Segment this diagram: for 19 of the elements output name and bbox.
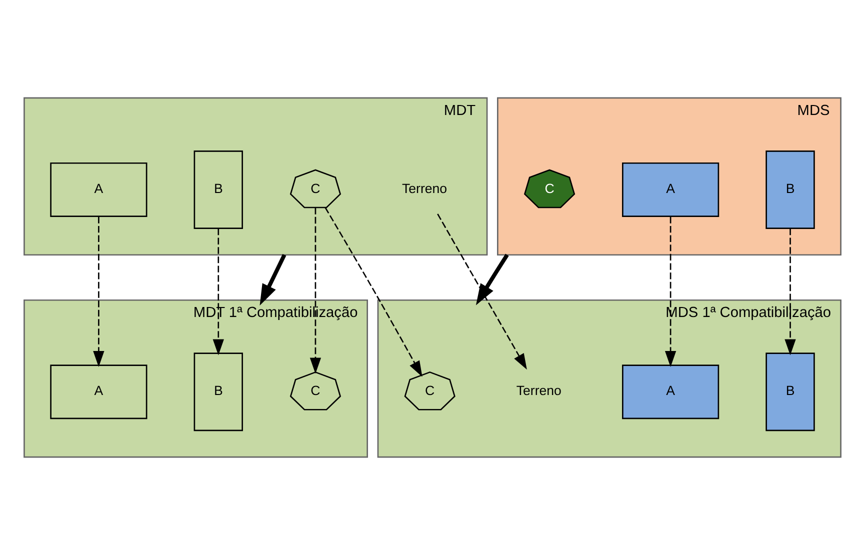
node-box: A (50, 162, 148, 216)
node-box: B (766, 150, 815, 228)
arrow (212, 228, 224, 355)
node-box: A (50, 364, 148, 419)
node-box: B (194, 150, 243, 228)
arrow (260, 254, 286, 306)
arrow (664, 216, 676, 366)
arrow (93, 216, 104, 366)
arrow (784, 228, 796, 355)
node-text: Terreno (516, 382, 562, 398)
arrow (324, 206, 422, 376)
node-box: B (194, 352, 243, 431)
arrow (310, 207, 322, 374)
node-box: B (766, 352, 815, 431)
node-text: Terreno (402, 180, 448, 196)
node-box: A (622, 364, 720, 419)
arrow (476, 253, 509, 305)
arrow (437, 213, 527, 370)
node-box: A (622, 162, 720, 216)
